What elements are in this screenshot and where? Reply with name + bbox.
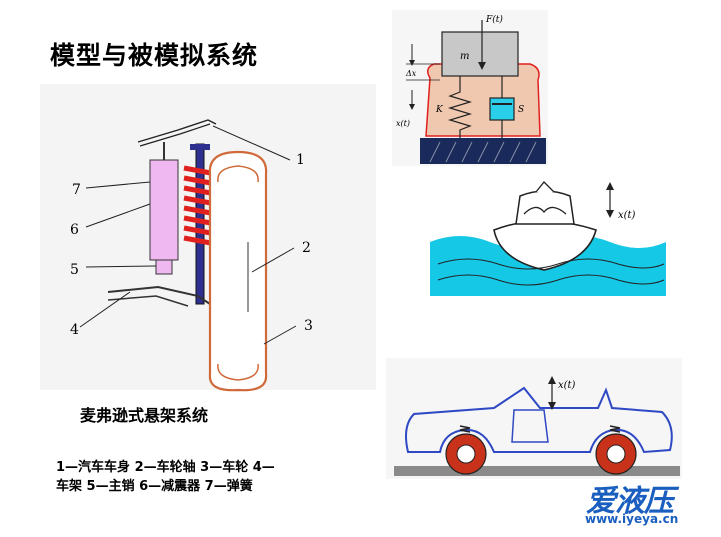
boat-x-label: x(t) xyxy=(618,210,636,221)
callout-2: 2 xyxy=(302,240,311,256)
callout-7: 7 xyxy=(72,182,81,198)
legend-line-1: 1—汽车车身 2—车轮轴 3—车轮 4— xyxy=(56,460,275,475)
car-diagram: x(t) xyxy=(386,358,682,479)
spring-label: K xyxy=(435,105,444,115)
legend-line-2: 车架 5—主销 6—减震器 7—弹簧 xyxy=(56,479,253,494)
force-label: F(t) xyxy=(485,14,503,25)
callout-5: 5 xyxy=(70,262,79,278)
callout-6: 6 xyxy=(70,222,79,238)
x-label: x(t) xyxy=(396,119,410,128)
dx-label: Δx xyxy=(405,69,417,78)
brand-url: www.iyeya.cn xyxy=(585,512,679,526)
callout-4: 4 xyxy=(70,322,79,338)
boat-diagram: x(t) xyxy=(430,181,666,296)
slide-title: 模型与被模拟系统 xyxy=(50,41,259,70)
suspension-caption: 麦弗逊式悬架系统 xyxy=(80,406,209,425)
suspension-diagram xyxy=(40,84,376,392)
car-x-label: x(t) xyxy=(558,380,576,391)
damper-label: S xyxy=(518,105,524,115)
spring-mass-damper-diagram: m F(t) K S Δx x(t) xyxy=(392,10,548,166)
mass-label: m xyxy=(460,51,469,62)
brand-logo: 爱液压 xyxy=(586,484,674,519)
callout-3: 3 xyxy=(304,318,313,334)
callout-1: 1 xyxy=(296,152,305,168)
